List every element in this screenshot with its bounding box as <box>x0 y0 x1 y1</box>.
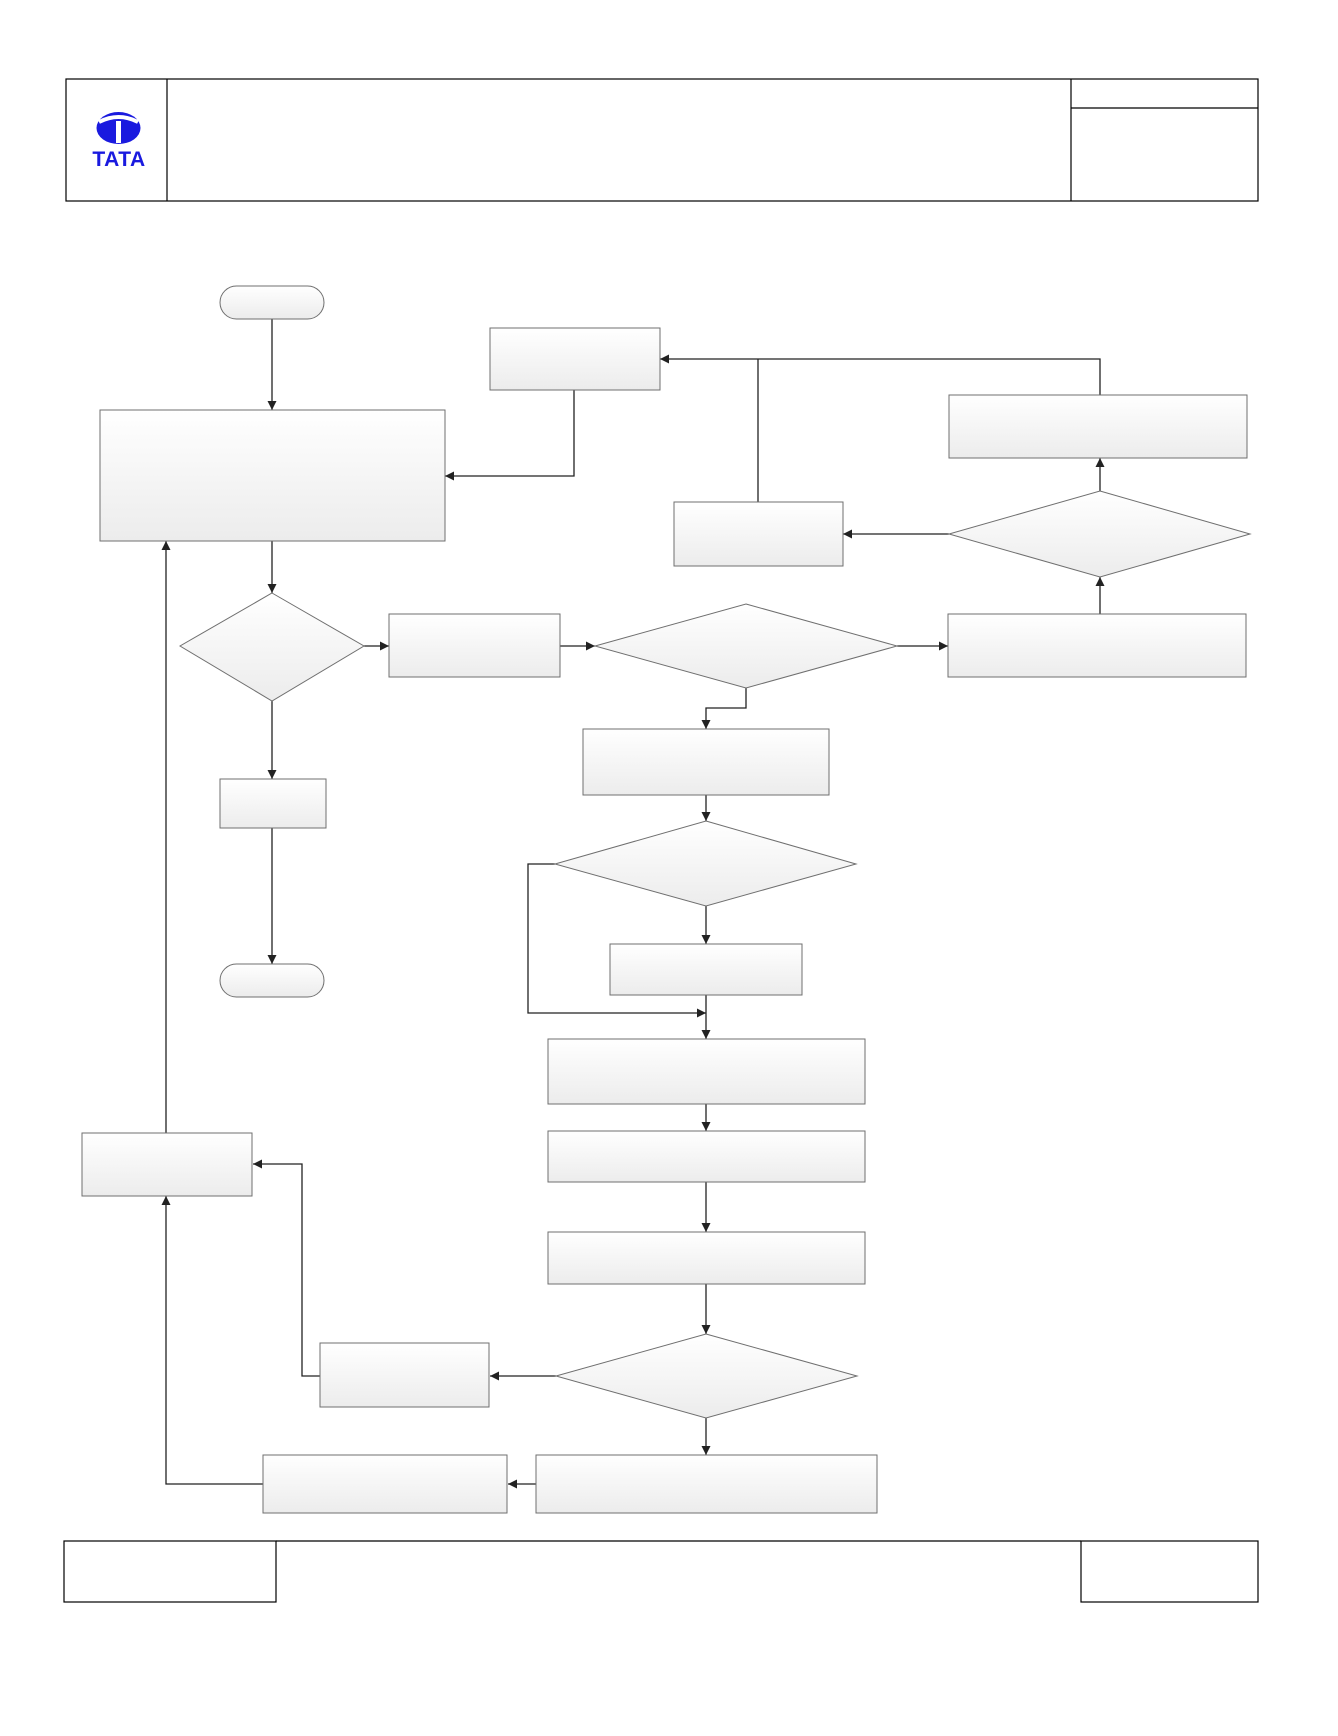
tata-logo-text: TATA <box>92 148 145 171</box>
decision-3-diamond <box>553 820 858 907</box>
step-13-process <box>547 1231 866 1285</box>
step-2-process <box>219 778 327 829</box>
connector-step-10-to-step-11 <box>660 354 1101 395</box>
step-6-process <box>547 1038 866 1105</box>
connector-step-11-to-step-1 <box>445 390 575 481</box>
connector-step-14-to-step-7 <box>253 1159 320 1377</box>
step-7-process <box>81 1132 253 1197</box>
footer-left-box <box>63 1540 277 1603</box>
step-12-process <box>547 1130 866 1183</box>
connector-step-16-to-step-7 <box>161 1196 263 1485</box>
start-terminator <box>219 285 325 320</box>
step-9-process <box>673 501 844 567</box>
decision-5-diamond <box>554 1333 859 1419</box>
shapes <box>81 285 1252 1514</box>
connectors <box>161 319 1105 1489</box>
connector-decision-2-to-step-4 <box>701 688 747 729</box>
step-10-process <box>948 394 1248 459</box>
footer-right-box <box>1080 1540 1259 1603</box>
step-4-process <box>582 728 830 796</box>
tata-logo-icon <box>96 112 141 144</box>
step-14-process <box>319 1342 490 1408</box>
step-15-process <box>535 1454 878 1514</box>
connector-decision-3-to-step-6-bypass <box>527 863 706 1018</box>
decision-4-diamond <box>947 490 1252 578</box>
step-11-process <box>489 327 661 391</box>
decision-1-diamond <box>179 592 365 702</box>
end-terminator <box>219 963 325 998</box>
decision-2-diamond <box>593 603 899 689</box>
footer-frame <box>63 1540 1259 1603</box>
step-5-process <box>609 943 803 996</box>
header-border <box>65 78 1259 202</box>
step-16-process <box>262 1454 508 1514</box>
step-3-process <box>388 613 561 678</box>
step-1-process <box>99 409 446 542</box>
tata-logo: TATA <box>92 112 145 171</box>
step-8-process <box>947 613 1247 678</box>
header-frame: TATA <box>65 78 1259 202</box>
